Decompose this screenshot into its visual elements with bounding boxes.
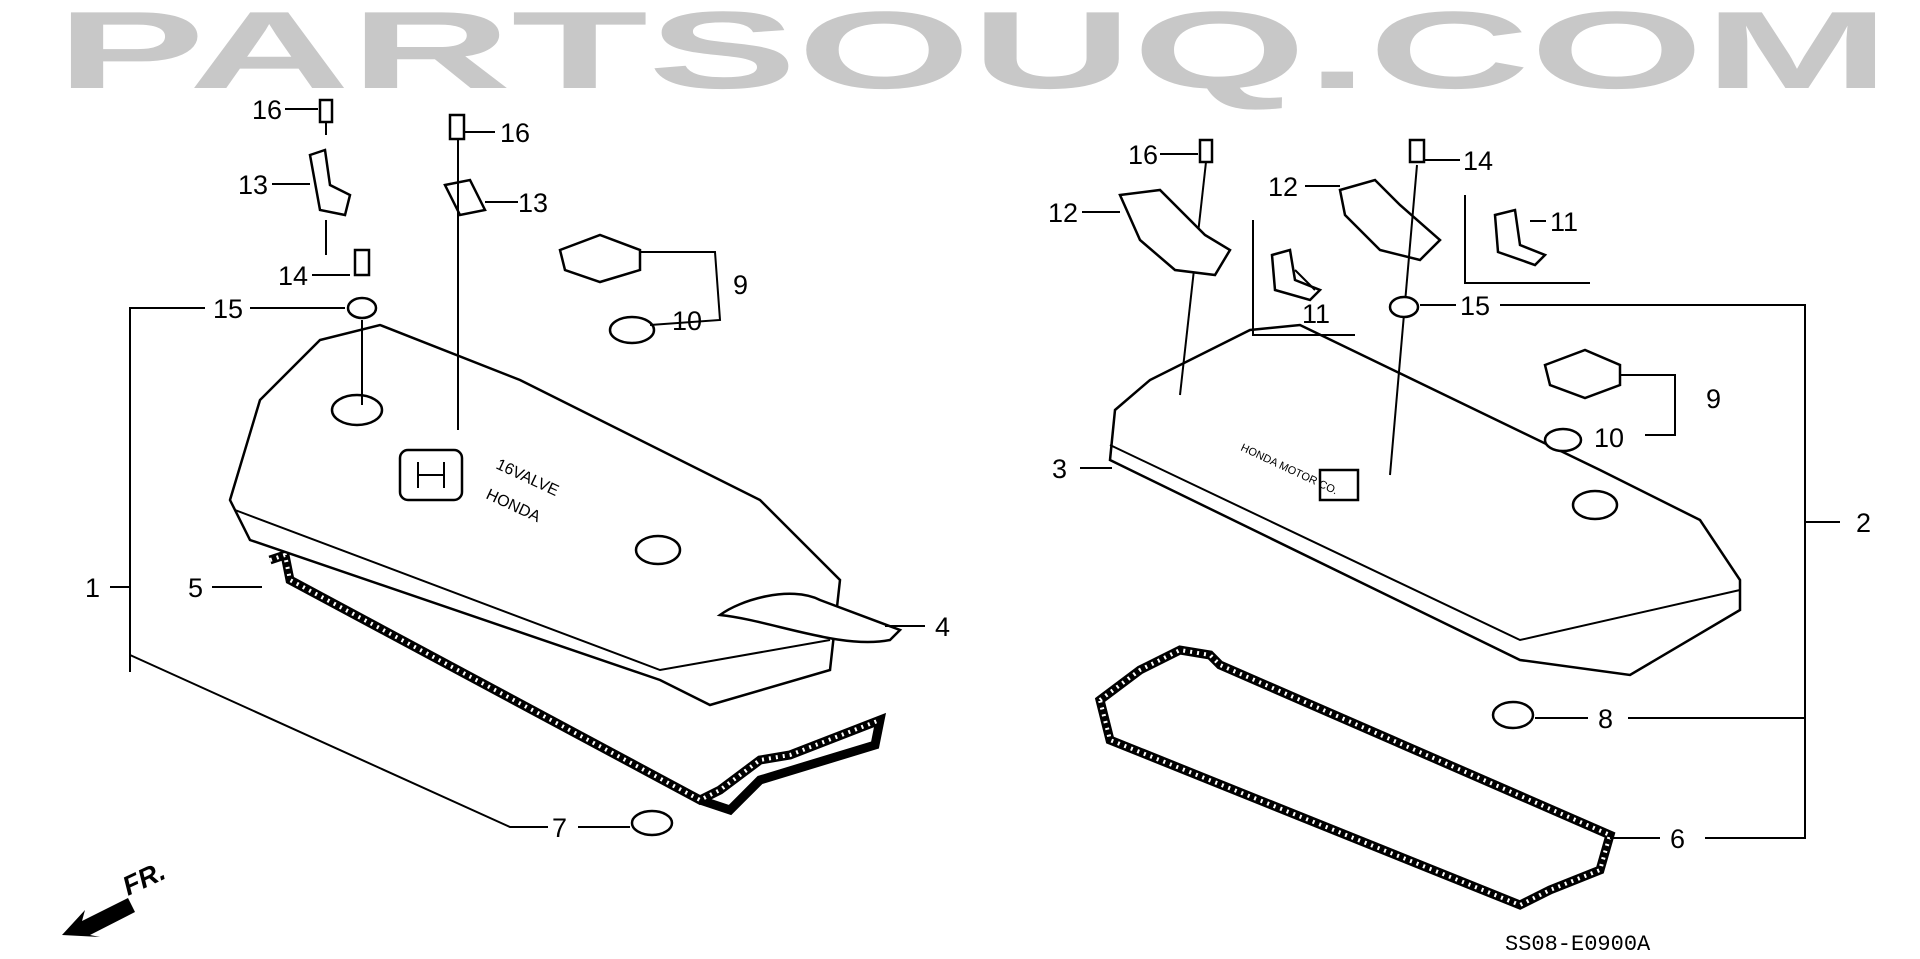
front-direction-arrow-icon — [62, 898, 135, 937]
left-head-cover-4[interactable] — [716, 592, 903, 644]
left-gasket-5[interactable] — [268, 549, 887, 816]
callout-15[interactable]: 15 — [213, 294, 243, 324]
callout-labels: 16 16 13 13 14 15 9 10 1 5 4 7 16 12 12 … — [85, 95, 1871, 854]
right-gasket-6[interactable] — [1094, 645, 1616, 910]
callout-13[interactable]: 13 — [518, 188, 548, 218]
callout-15[interactable]: 15 — [1460, 291, 1490, 321]
left-cylinder-head-cover[interactable]: HONDA 16VALVE — [228, 323, 842, 707]
callout-9[interactable]: 9 — [1706, 384, 1721, 414]
callout-3[interactable]: 3 — [1052, 454, 1067, 484]
callout-16[interactable]: 16 — [252, 95, 282, 125]
callout-12[interactable]: 12 — [1048, 198, 1078, 228]
left-fasteners[interactable] — [308, 98, 674, 837]
callout-8[interactable]: 8 — [1598, 704, 1613, 734]
callout-13[interactable]: 13 — [238, 170, 268, 200]
callout-5[interactable]: 5 — [188, 573, 203, 603]
right-fasteners[interactable] — [1118, 138, 1622, 730]
callout-4[interactable]: 4 — [935, 612, 950, 642]
right-cylinder-head-cover[interactable]: HONDA MOTOR CO. — [1108, 323, 1742, 677]
callout-14[interactable]: 14 — [1463, 146, 1493, 176]
leader-lines — [110, 108, 1840, 839]
callout-11[interactable]: 11 — [1302, 299, 1330, 329]
seal-8 — [1491, 700, 1535, 730]
diagram-content: HONDA 16VALVE HONDA MOTOR CO. — [62, 95, 1871, 957]
callout-9[interactable]: 9 — [733, 270, 748, 300]
seal-7 — [630, 809, 674, 837]
honda-logo-icon-right — [1318, 468, 1360, 502]
callout-16[interactable]: 16 — [1128, 140, 1158, 170]
callout-12[interactable]: 12 — [1268, 172, 1298, 202]
callout-1[interactable]: 1 — [85, 573, 100, 603]
oil-filler-cap-right — [1543, 348, 1622, 400]
callout-14[interactable]: 14 — [278, 261, 308, 291]
front-marker: FR. — [118, 856, 170, 902]
callout-16[interactable]: 16 — [500, 118, 530, 148]
callout-7[interactable]: 7 — [552, 813, 567, 843]
watermark: PARTSOUQ.COM — [56, 0, 1890, 112]
callout-10[interactable]: 10 — [672, 306, 702, 336]
diagram-code: SS08-E0900A — [1505, 932, 1651, 957]
callout-2[interactable]: 2 — [1856, 508, 1871, 538]
callout-10[interactable]: 10 — [1594, 423, 1624, 453]
callout-6[interactable]: 6 — [1670, 824, 1685, 854]
oil-filler-cap-left — [558, 233, 642, 284]
callout-11[interactable]: 11 — [1550, 207, 1578, 237]
honda-logo-icon — [398, 448, 464, 502]
